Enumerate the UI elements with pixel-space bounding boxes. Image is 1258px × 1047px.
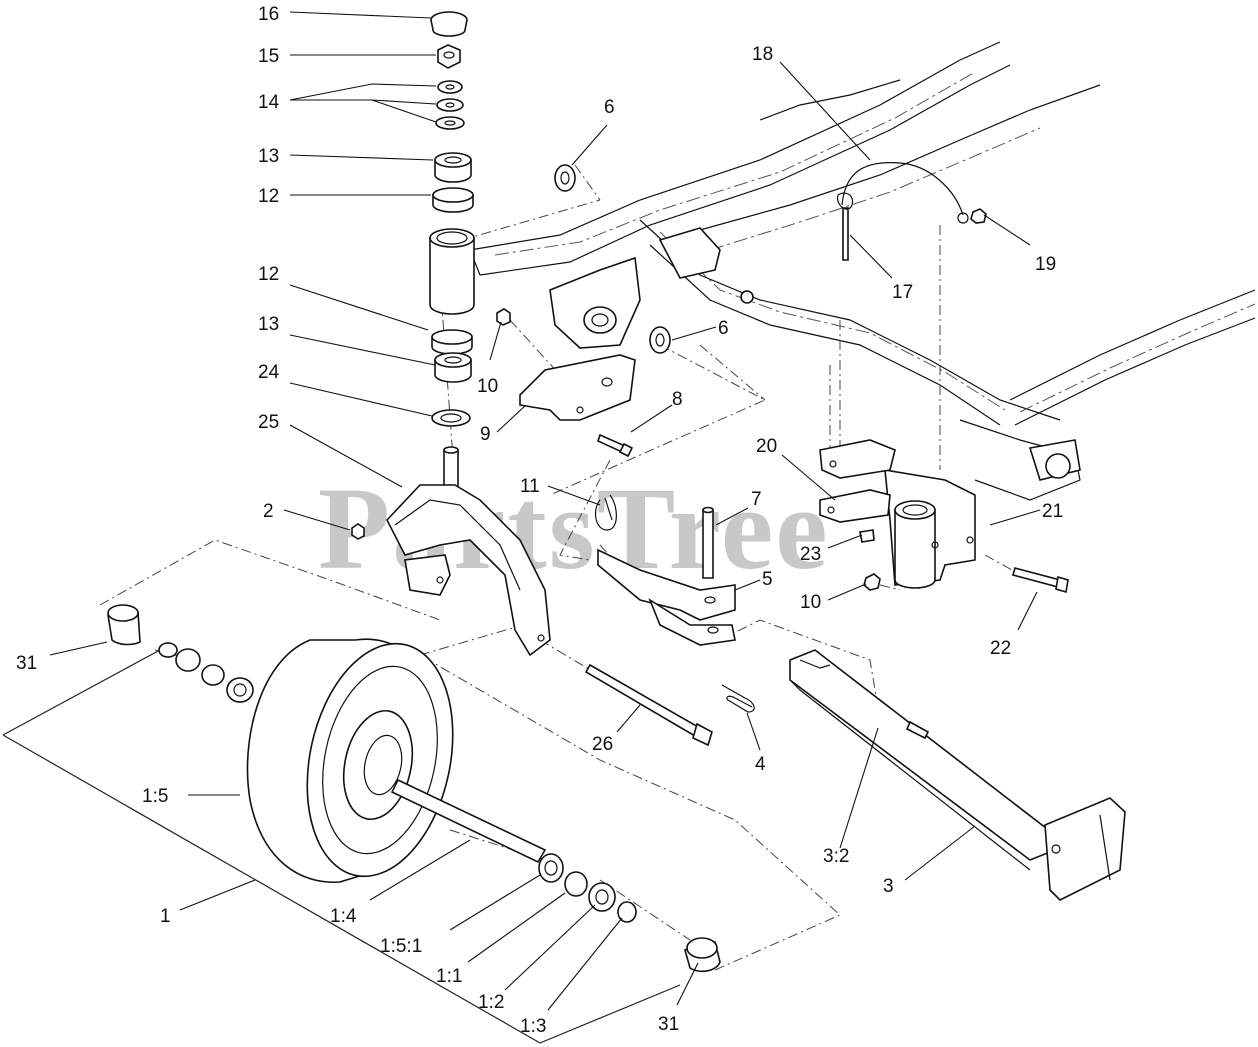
- assembly-lines: [99, 164, 1031, 971]
- mount-bracket: [819, 439, 1069, 594]
- callout-15: 15: [258, 46, 279, 67]
- callout-3: 3: [883, 876, 894, 897]
- callout-19: 19: [1035, 254, 1056, 275]
- callout-1-5: 1:5: [142, 786, 168, 807]
- leader-lines: [49, 11, 1041, 1011]
- axle-bolt: [584, 663, 713, 747]
- callout-12: 12: [258, 186, 279, 207]
- callout-21: 21: [1042, 501, 1063, 522]
- small-hardware: [351, 164, 671, 540]
- callout-25: 25: [258, 412, 279, 433]
- callout-7: 7: [751, 489, 762, 510]
- callout-6-top: 6: [604, 97, 615, 118]
- callout-10-top: 10: [477, 376, 498, 397]
- callout-13: 13: [258, 146, 279, 167]
- callout-3-2: 3:2: [823, 846, 849, 867]
- wheel-tire: [246, 638, 547, 883]
- tow-bar: [789, 649, 1126, 901]
- callout-24: 24: [258, 362, 280, 383]
- callout-14: 14: [258, 92, 280, 113]
- callout-26: 26: [592, 734, 613, 755]
- hair-pin: [721, 684, 755, 713]
- callout-17: 17: [892, 282, 913, 303]
- callout-22: 22: [990, 638, 1011, 659]
- callout-2: 2: [263, 501, 274, 522]
- right-wheel-hardware: [538, 853, 721, 973]
- wheel-assembly-bracket: [2, 649, 681, 1044]
- left-wheel-hardware: [107, 604, 254, 703]
- callout-labels: 16 15 14 13 12 12 13 24 25 2 31 1:5 1 1:…: [16, 4, 1063, 1037]
- pivot-bracket: [519, 354, 636, 458]
- callout-1-2: 1:2: [478, 992, 504, 1013]
- callout-5: 5: [762, 569, 773, 590]
- callout-1-5-1: 1:5:1: [380, 936, 422, 957]
- caster-fork: [386, 446, 551, 657]
- callout-1: 1: [160, 906, 171, 927]
- callout-10: 10: [800, 592, 821, 613]
- callout-31-right: 31: [658, 1014, 679, 1035]
- callout-1-1: 1:1: [436, 966, 462, 987]
- callout-11: 11: [520, 476, 540, 497]
- mower-frame: [469, 41, 1256, 501]
- callout-18: 18: [752, 44, 773, 65]
- callout-12-lower: 12: [258, 264, 279, 285]
- callout-13-lower: 13: [258, 314, 279, 335]
- callout-1-4: 1:4: [330, 906, 357, 927]
- hitch-assembly: [594, 494, 736, 646]
- callout-31-left: 31: [16, 653, 37, 674]
- callout-9: 9: [480, 424, 491, 445]
- callout-16: 16: [258, 4, 279, 25]
- callout-6: 6: [718, 318, 729, 339]
- callout-8: 8: [672, 389, 683, 410]
- callout-20: 20: [756, 436, 777, 457]
- lynch-pin: [836, 162, 987, 261]
- callout-23: 23: [800, 544, 821, 565]
- callout-1-3: 1:3: [520, 1016, 546, 1037]
- callout-4: 4: [755, 754, 766, 775]
- spindle-stack: [429, 11, 475, 427]
